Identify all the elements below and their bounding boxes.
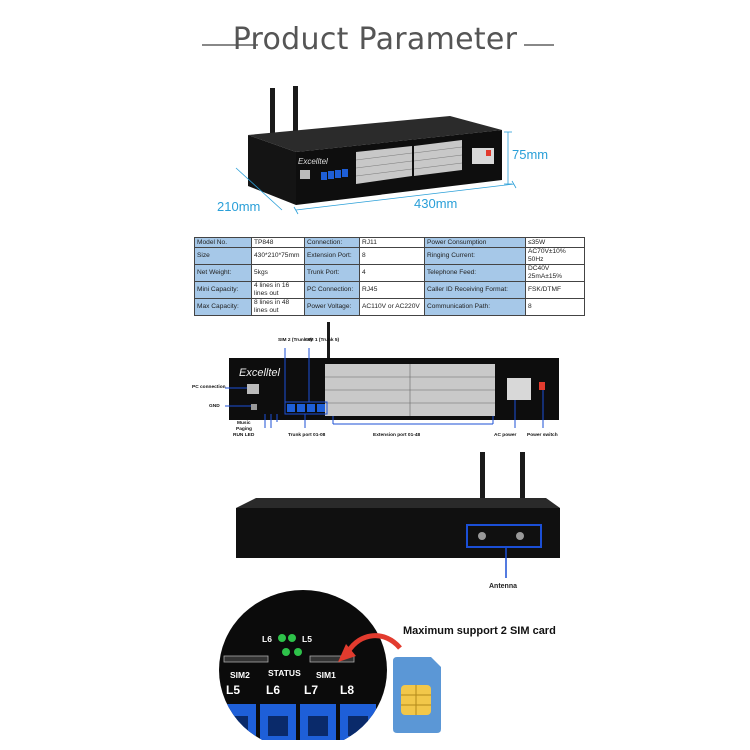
closeup-port-l8: L8 xyxy=(340,683,354,697)
callout-antenna: Antenna xyxy=(489,583,517,590)
spec-value: AC70V±10% 50Hz xyxy=(525,247,585,265)
sim-card-icon xyxy=(393,657,441,733)
callout-pc-connection: PC connection xyxy=(192,385,226,390)
spec-label: Trunk Port: xyxy=(304,264,360,282)
spec-value: ≤35W xyxy=(525,237,585,248)
callout-paging: Paging xyxy=(236,427,252,432)
brand-logo: Excelltel xyxy=(298,157,328,166)
spec-value: 5kgs xyxy=(251,264,305,282)
spec-value: FSK/DTMF xyxy=(525,281,585,299)
spec-label: Communication Path: xyxy=(424,298,526,316)
title-rule-left xyxy=(202,44,258,46)
spec-label: Power Voltage: xyxy=(304,298,360,316)
closeup-port-l5: L5 xyxy=(226,683,240,697)
antenna-right-icon xyxy=(520,452,525,530)
spec-label: Caller ID Receiving Format: xyxy=(424,281,526,299)
svg-text:Excelltel: Excelltel xyxy=(239,367,281,379)
spec-label: Max Capacity: xyxy=(194,298,252,316)
callout-gnd: GND xyxy=(209,404,220,409)
red-arrow-icon xyxy=(338,633,402,662)
spec-value: AC110V or AC220V xyxy=(359,298,425,316)
closeup-sim1: SIM1 xyxy=(316,670,336,680)
callout-run-led: RUN LED xyxy=(233,433,255,438)
callout-extension-port: Extension port 01-48 xyxy=(373,433,421,438)
closeup-port-l6: L6 xyxy=(266,683,280,697)
closeup-status: STATUS xyxy=(268,668,301,678)
device-front-annotated: Excelltel xyxy=(225,322,559,428)
antenna-right-icon xyxy=(293,86,298,138)
device-rear xyxy=(236,452,560,578)
spec-label: Net Weight: xyxy=(194,264,252,282)
closeup-l6: L6 xyxy=(262,634,272,644)
callout-power-switch: Power switch xyxy=(527,433,558,438)
device-isometric: Excelltel xyxy=(235,86,517,215)
spec-label: Power Consumption xyxy=(424,237,526,248)
closeup-l5: L5 xyxy=(302,634,312,644)
spec-label: Ringing Current: xyxy=(424,247,526,265)
spec-value: TP848 xyxy=(251,237,305,248)
callout-sim1: SIM 1 (Trunk 5) xyxy=(305,338,340,343)
spec-value: 8 xyxy=(525,298,585,316)
spec-label: Model No. xyxy=(194,237,252,248)
title-rule-right xyxy=(524,44,554,46)
callout-ac-power: AC power xyxy=(494,433,517,438)
spec-label: Telephone Feed: xyxy=(424,264,526,282)
page-title: Product Parameter xyxy=(232,22,518,57)
antenna-icon xyxy=(327,322,330,368)
spec-label: Mini Capacity: xyxy=(194,281,252,299)
closeup-port-l7: L7 xyxy=(304,683,318,697)
closeup-sim2: SIM2 xyxy=(230,670,250,680)
spec-value: 430*210*75mm xyxy=(251,247,305,265)
callout-sim2: SIM 2 (Trunk 6) xyxy=(278,338,313,343)
spec-label: Extension Port: xyxy=(304,247,360,265)
spec-label: Connection: xyxy=(304,237,360,248)
dimension-width: 430mm xyxy=(414,196,458,211)
sim-note: Maximum support 2 SIM card xyxy=(403,625,556,637)
spec-value: 4 xyxy=(359,264,425,282)
spec-value: 4 lines in 16 lines out xyxy=(251,281,305,299)
title-area: Product Parameter xyxy=(0,22,750,62)
dimension-height: 75mm xyxy=(512,147,549,162)
callout-trunk-port: Trunk port 01-08 xyxy=(288,433,326,438)
spec-value: RJ11 xyxy=(359,237,425,248)
sim-slot-closeup: L6 L5 STATUS SIM2 SIM1 L5 L6 L7 L8 xyxy=(219,590,387,740)
spec-value: 8 xyxy=(359,247,425,265)
spec-value: 8 lines in 48 lines out xyxy=(251,298,305,316)
spec-label: Size xyxy=(194,247,252,265)
antenna-left-icon xyxy=(270,88,275,140)
spec-value: RJ45 xyxy=(359,281,425,299)
antenna-left-icon xyxy=(480,452,485,530)
callout-music: Music xyxy=(237,421,251,426)
spec-label: PC Connection: xyxy=(304,281,360,299)
spec-value: DC40V 25mA±15% xyxy=(525,264,585,282)
dimension-depth: 210mm xyxy=(217,199,261,214)
